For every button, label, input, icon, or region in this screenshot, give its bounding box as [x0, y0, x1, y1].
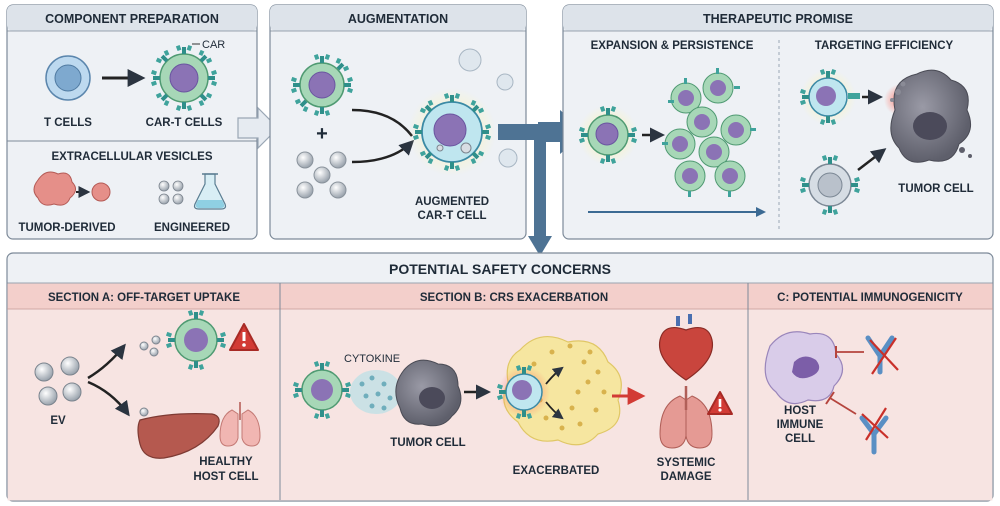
ev-small-icon	[151, 335, 161, 345]
plus-sign: +	[316, 123, 328, 145]
floating-ev-icon	[496, 73, 514, 91]
t-cell-icon	[45, 55, 91, 101]
warning-icon	[229, 323, 259, 351]
crs-car-t-cell-icon	[292, 360, 352, 420]
ev-spheres-icon	[296, 151, 347, 199]
ev-small-icon	[139, 407, 149, 417]
unmodified-car-t-cell-icon	[799, 154, 861, 216]
panel-title-component-preparation: COMPONENT PREPARATION	[45, 12, 219, 26]
car-t-cell-icon	[150, 44, 218, 112]
ev-cluster-icon	[34, 356, 82, 406]
engineered-label: ENGINEERED	[154, 222, 230, 234]
healthy-label-line2: HOST CELL	[193, 471, 258, 483]
car-t-cells-label: CAR-T CELLS	[146, 117, 223, 129]
cytokine-label: CYTOKINE	[344, 353, 400, 365]
damaged-lungs-icon	[659, 386, 713, 449]
augmented-car-t-cell-icon	[578, 105, 638, 165]
ev-section-title: EXTRACELLULAR VESICLES	[51, 151, 212, 163]
lungs-icon	[219, 402, 261, 447]
panel-potential-safety-concerns: POTENTIAL SAFETY CONCERNS SECTION A: OFF…	[6, 252, 994, 502]
crs-tumor-cell-icon	[395, 359, 462, 427]
panel-title-therapeutic-promise: THERAPEUTIC PROMISE	[703, 12, 853, 26]
engineered-ev-icon	[158, 173, 227, 210]
tumor-derived-label: TUMOR-DERIVED	[18, 222, 115, 234]
augmented-label-line2: CAR-T CELL	[418, 210, 487, 222]
car-label: CAR	[202, 39, 225, 51]
augmented-label-line1: AUGMENTED	[415, 196, 489, 208]
blocked-antibody-icon	[865, 335, 899, 375]
panel-component-preparation: COMPONENT PREPARATION CAR T CELLS CAR-T …	[6, 4, 258, 240]
tumor-cell-label: TUMOR CELL	[898, 183, 973, 195]
prep-to-augmentation-arrow-icon	[237, 106, 279, 150]
inhibition-lines-icon	[825, 346, 864, 415]
flow-arrows-icon	[498, 110, 586, 256]
panel-augmentation: AUGMENTATION +	[269, 4, 527, 240]
tumor-cell-icon	[884, 69, 972, 163]
targeting-efficiency-title: TARGETING EFFICIENCY	[815, 40, 954, 52]
off-target-car-t-cell-icon	[165, 309, 227, 371]
ev-small-icon	[139, 341, 149, 351]
car-t-cell-input-icon	[290, 53, 354, 117]
cytokine-cloud-icon	[350, 370, 402, 414]
systemic-label-line1: SYSTEMIC	[657, 457, 716, 469]
blocked-antibody-icon	[859, 407, 889, 455]
floating-ev-icon	[458, 48, 482, 72]
augmented-car-t-cell-icon	[408, 88, 496, 176]
t-cells-label: T CELLS	[44, 117, 92, 129]
warning-icon	[707, 391, 733, 415]
cytokine-storm-icon	[496, 335, 622, 446]
section-c-title: C: POTENTIAL IMMUNOGENICITY	[777, 292, 963, 304]
host-immune-cell-icon	[764, 331, 844, 405]
section-b-title: SECTION B: CRS EXACERBATION	[420, 292, 608, 304]
tumor-derived-ev-icon	[33, 171, 111, 206]
panel-title-safety: POTENTIAL SAFETY CONCERNS	[389, 261, 611, 277]
host-label-line1: HOST	[784, 405, 816, 417]
section-a-title: SECTION A: OFF-TARGET UPTAKE	[48, 292, 240, 304]
exacerbated-label: EXACERBATED	[513, 465, 600, 477]
ev-small-icon	[149, 347, 159, 357]
systemic-label-line2: DAMAGE	[660, 471, 711, 483]
floating-ev-icon	[498, 148, 518, 168]
ev-label: EV	[50, 415, 66, 427]
host-label-line3: CELL	[785, 433, 815, 445]
targeting-car-t-cell-icon	[799, 68, 860, 126]
heart-icon	[658, 314, 714, 381]
expanded-cell-cluster-icon	[662, 68, 756, 197]
panel-therapeutic-promise: THERAPEUTIC PROMISE EXPANSION & PERSISTE…	[562, 4, 994, 240]
expansion-persistence-title: EXPANSION & PERSISTENCE	[591, 40, 754, 52]
host-label-line2: IMMUNE	[777, 419, 824, 431]
panel-title-augmentation: AUGMENTATION	[348, 12, 448, 26]
healthy-label-line1: HEALTHY	[199, 456, 253, 468]
crs-tumor-cell-label: TUMOR CELL	[390, 437, 465, 449]
liver-icon	[137, 413, 220, 459]
